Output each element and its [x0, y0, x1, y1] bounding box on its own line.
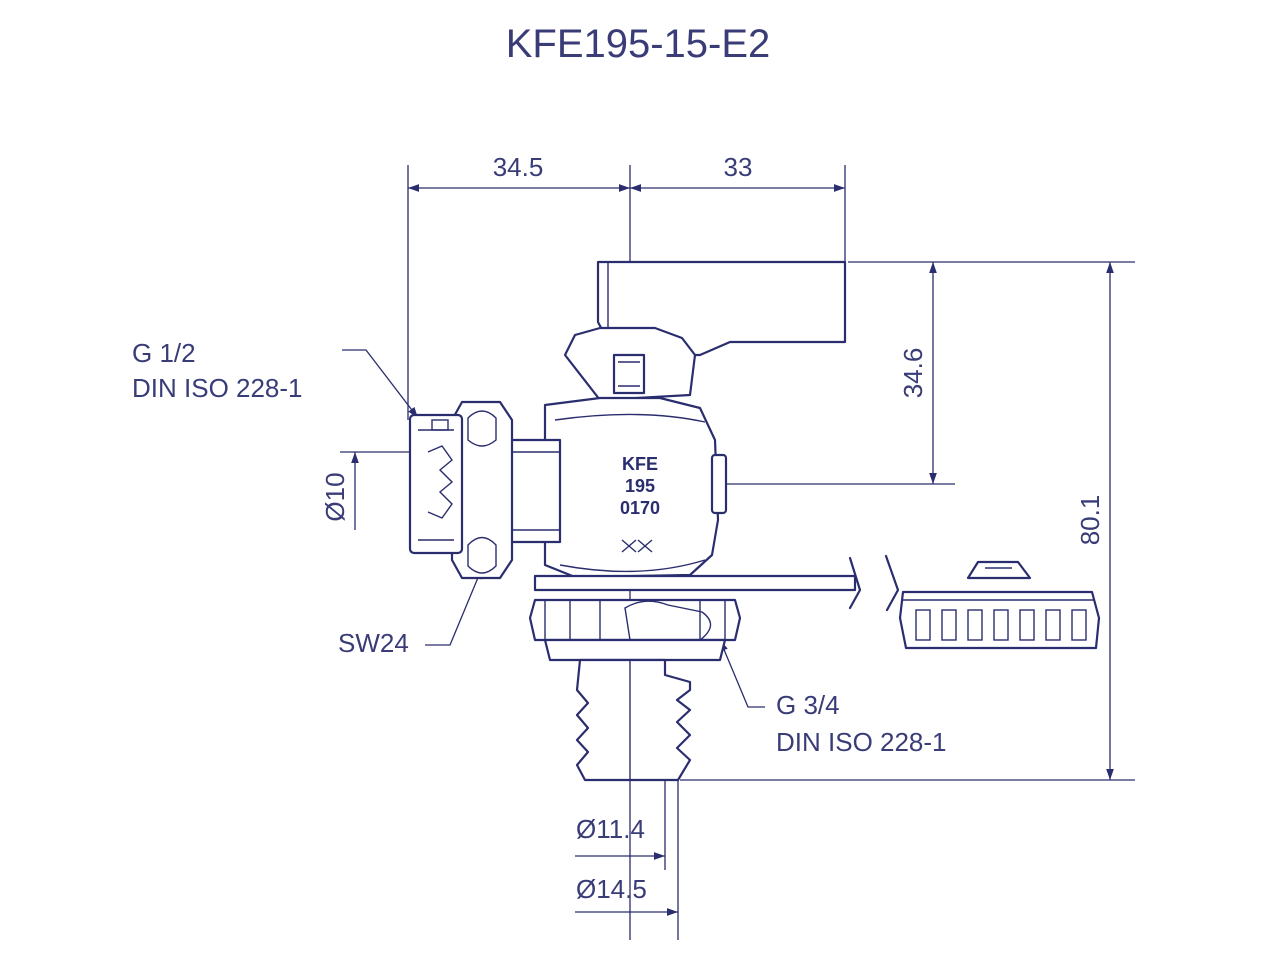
dim-handle-left: 34.5 — [493, 152, 544, 182]
body-marking-line1: KFE — [622, 454, 658, 474]
body-marking-line2: 195 — [625, 476, 655, 496]
callout-wrench-size-label: SW24 — [338, 628, 409, 658]
dim-hose-inner: Ø11.4 — [576, 814, 645, 844]
valve-drawing: KFE 195 0170 — [408, 260, 1101, 782]
union-nut — [528, 598, 742, 642]
dim-inlet-diameter: Ø10 — [320, 472, 350, 521]
dimension-total-height: 80.1 — [680, 262, 1135, 781]
dimension-handle-height: 34.6 — [725, 261, 1135, 485]
dim-total-height: 80.1 — [1075, 495, 1105, 546]
hose-barb — [575, 658, 692, 782]
callout-outlet-thread-line1: G 3/4 — [776, 690, 840, 720]
dimension-hose-diameters: Ø11.4 Ø14.5 — [575, 690, 679, 940]
body-boss — [710, 453, 728, 515]
dim-handle-right: 33 — [724, 152, 753, 182]
body-marking-line3: 0170 — [620, 498, 660, 518]
stem-nut — [612, 353, 646, 395]
union-collar — [543, 638, 727, 662]
callout-inlet-thread: G 1/2 DIN ISO 228-1 — [132, 338, 419, 419]
drawing-title: KFE195-15-E2 — [506, 22, 771, 66]
dim-hose-outer: Ø14.5 — [576, 874, 647, 904]
detached-cap-knob — [966, 560, 1032, 580]
mounting-plate — [533, 574, 857, 592]
callout-outlet-thread-line2: DIN ISO 228-1 — [776, 727, 947, 757]
dim-handle-height: 34.6 — [898, 348, 928, 399]
inlet-coupling — [408, 413, 464, 555]
detached-nut — [898, 590, 1101, 650]
valve-body — [543, 396, 720, 579]
callout-outlet-thread: G 3/4 DIN ISO 228-1 — [719, 639, 947, 757]
callout-inlet-thread-line1: G 1/2 — [132, 338, 196, 368]
callout-inlet-thread-line2: DIN ISO 228-1 — [132, 373, 303, 403]
callout-wrench-size: SW24 — [338, 567, 483, 658]
